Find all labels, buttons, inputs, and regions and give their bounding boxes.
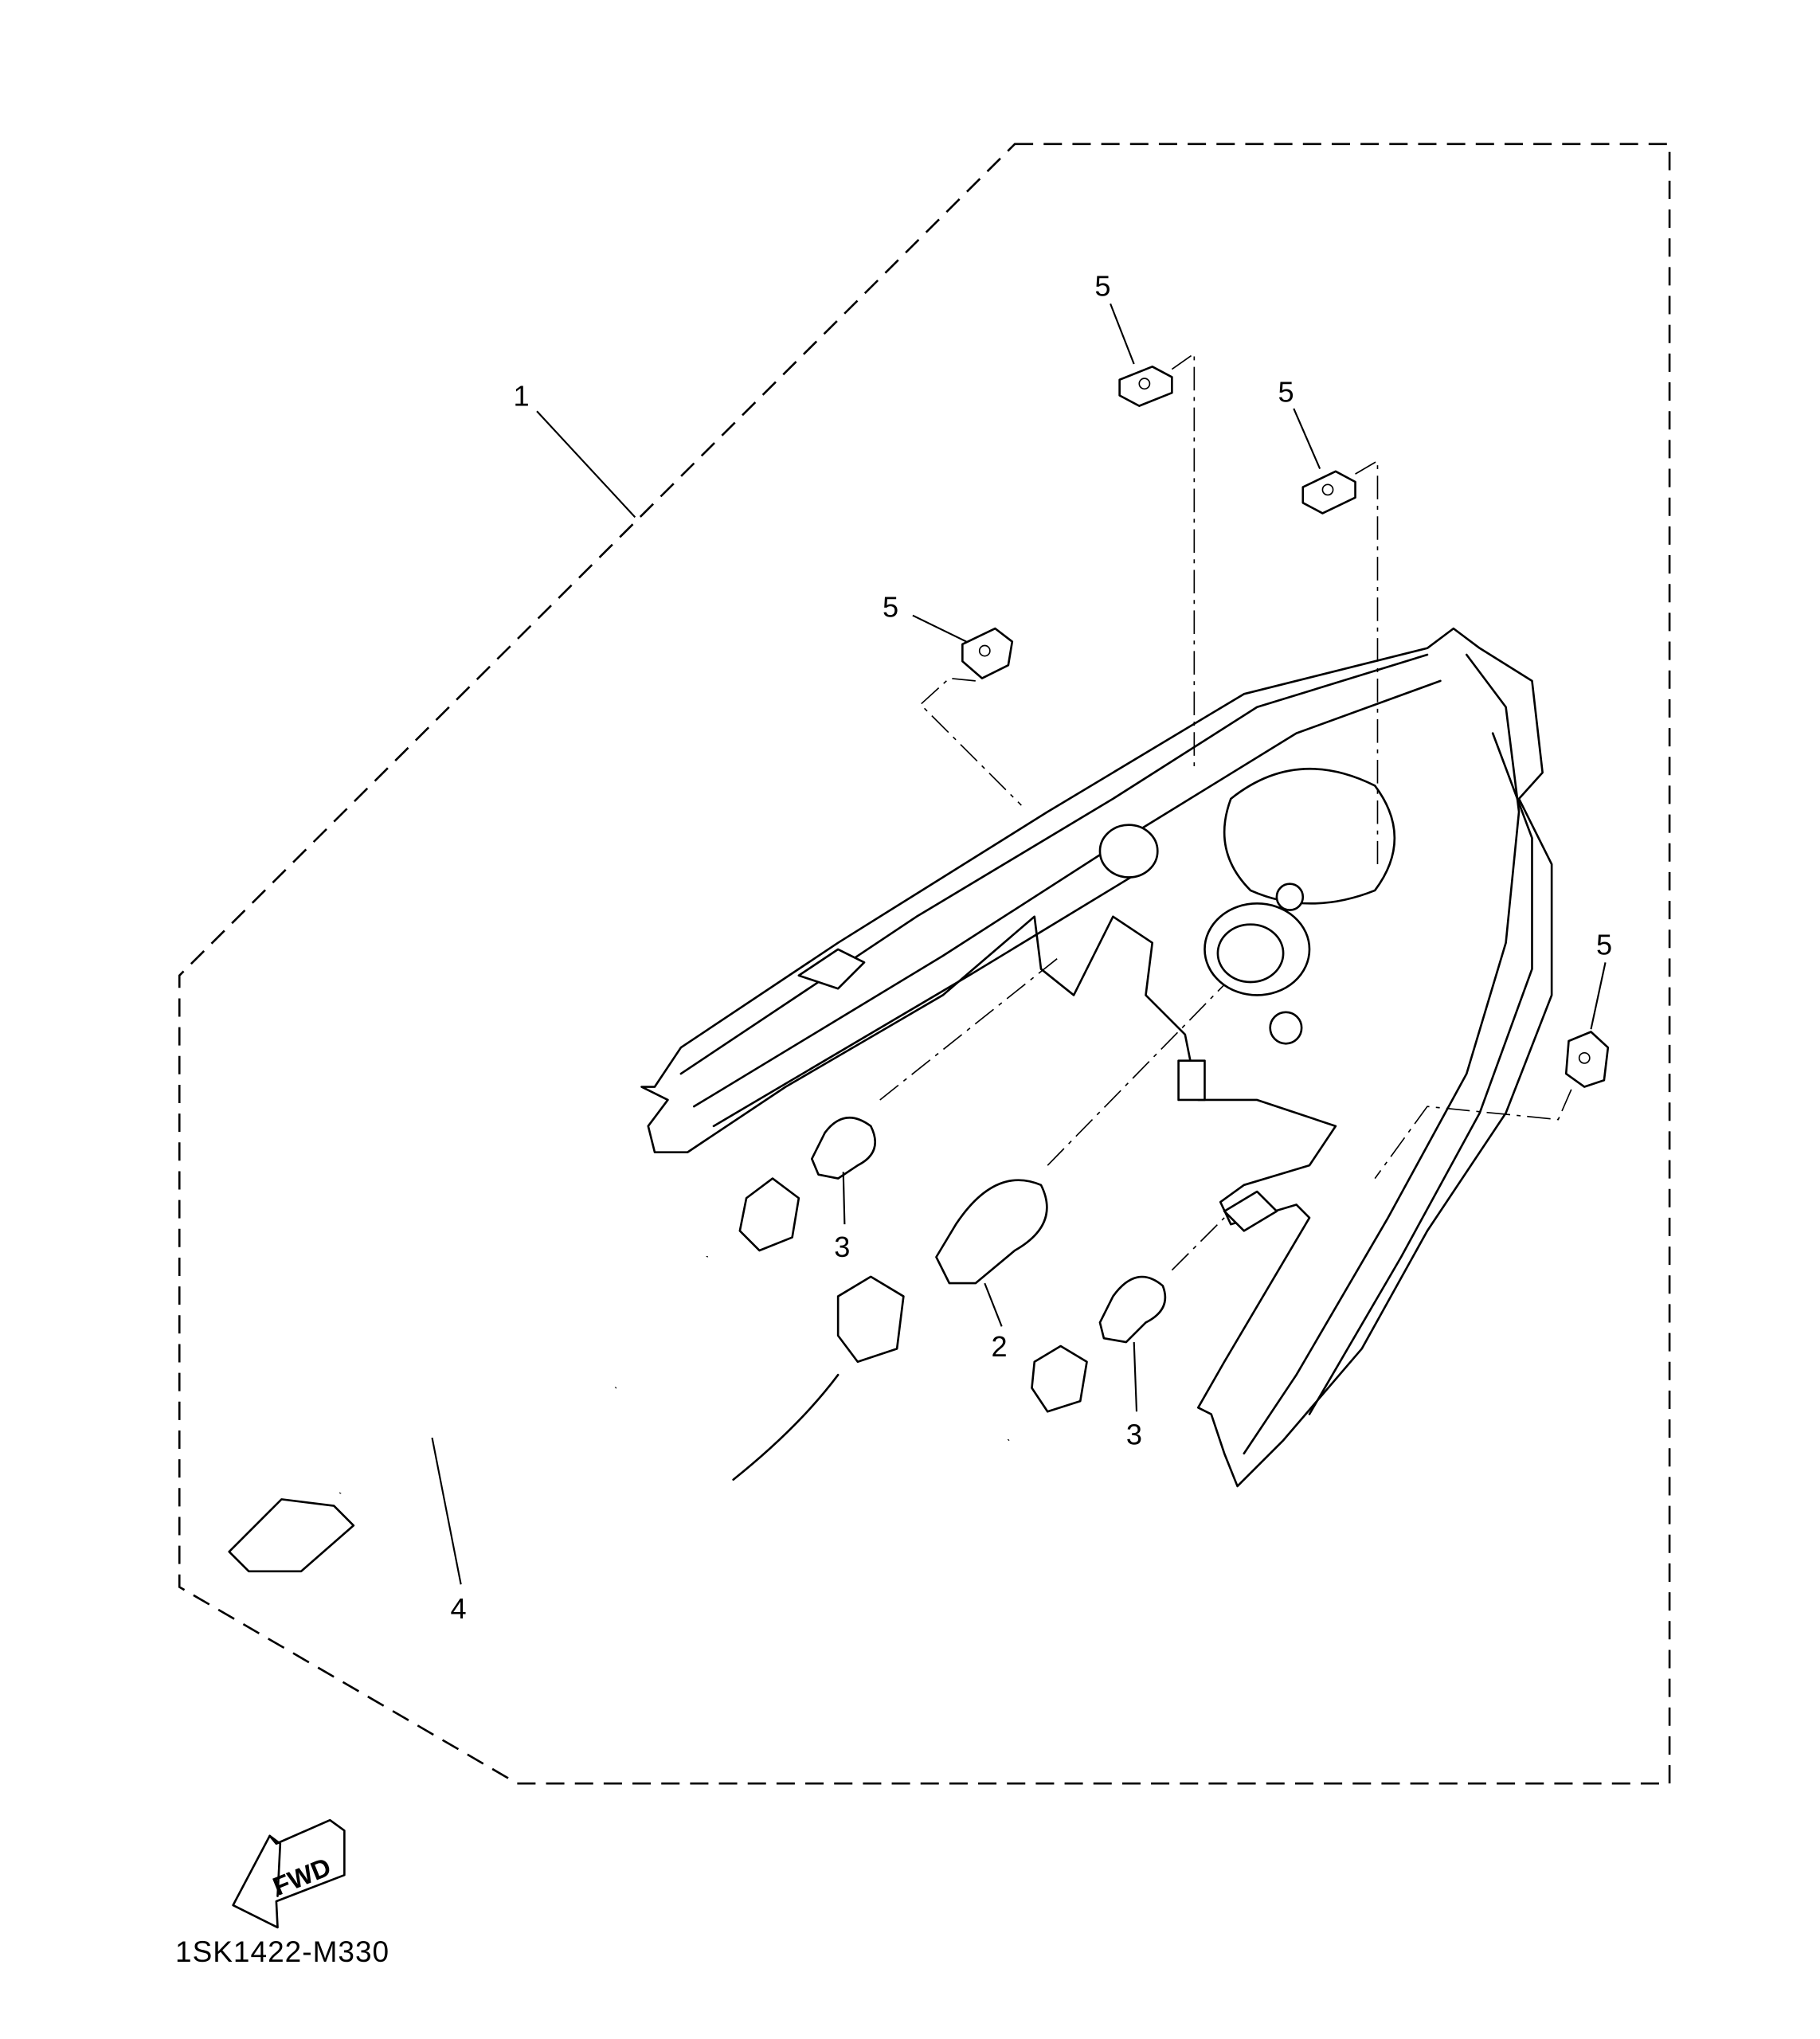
callout-5-d: 5 xyxy=(1596,928,1612,961)
tail-light-housing xyxy=(640,627,1553,1488)
callout-5-c: 5 xyxy=(883,590,898,623)
callout-3-right: 3 xyxy=(1126,1418,1142,1450)
callout-1: 1 xyxy=(513,380,529,413)
nut-5c xyxy=(961,627,1014,679)
callout-4: 4 xyxy=(451,1592,467,1625)
bulb-3-right xyxy=(1098,1275,1167,1344)
bulb-2 xyxy=(935,1179,1048,1285)
callout-5-b: 5 xyxy=(1278,376,1294,409)
callout-5-a: 5 xyxy=(1094,270,1110,303)
nut-5a xyxy=(1118,366,1173,407)
bulb-3-left xyxy=(810,1116,877,1180)
callout-2: 2 xyxy=(992,1330,1008,1363)
fwd-arrow-icon: FWD xyxy=(232,1818,346,1929)
diagram-code: 1SK1422-M330 xyxy=(175,1935,390,1968)
wire-harness xyxy=(228,1177,1088,1573)
nut-5d xyxy=(1564,1031,1610,1088)
nut-5b xyxy=(1301,470,1356,515)
assembly-boundary xyxy=(178,143,1671,1785)
callout-3-left: 3 xyxy=(834,1231,850,1263)
